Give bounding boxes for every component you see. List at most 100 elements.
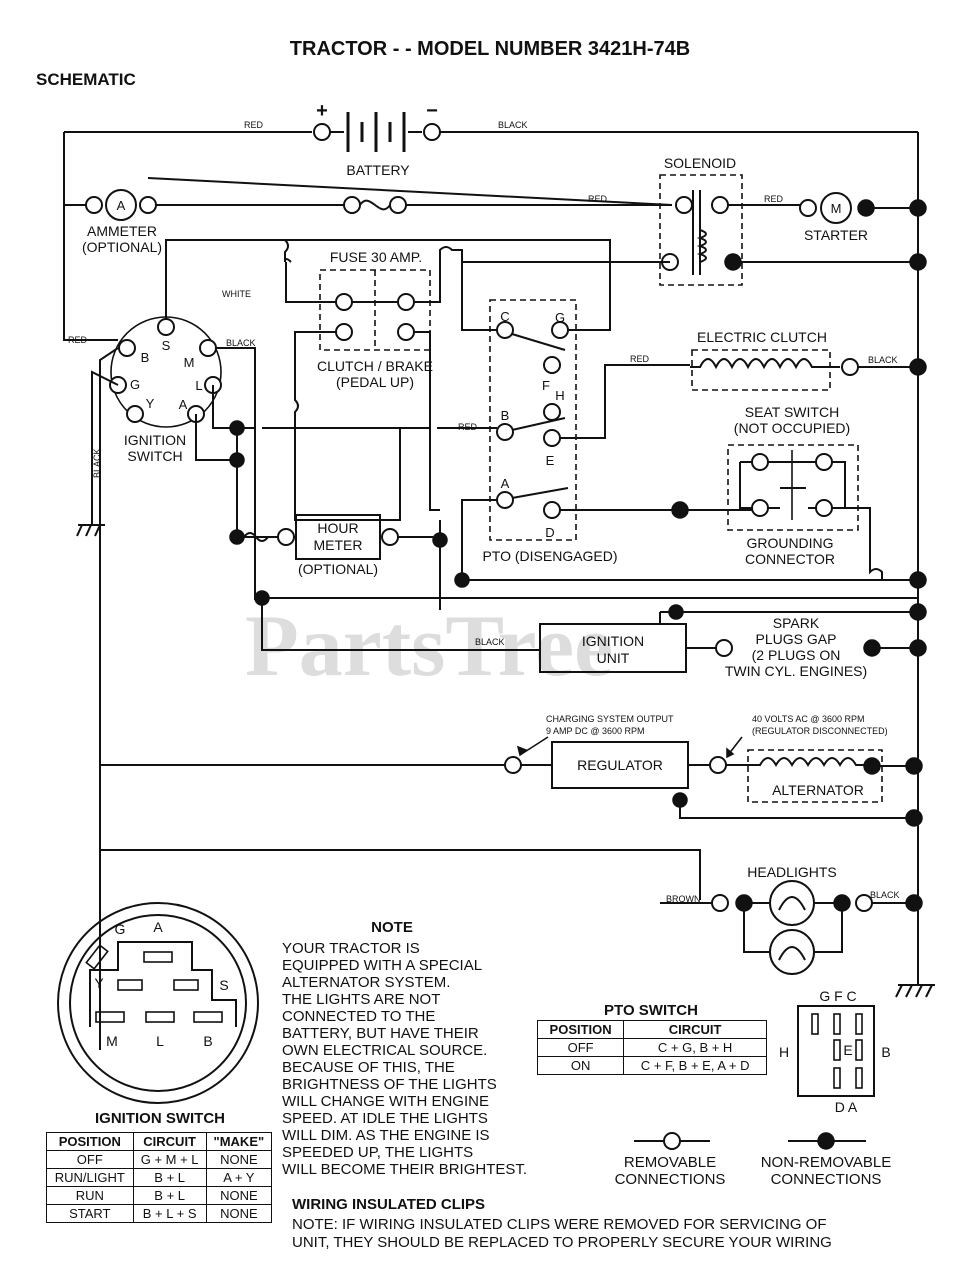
note-line: BRIGHTNESS OF THE LIGHTS: [282, 1076, 497, 1093]
regulator-label: REGULATOR: [577, 757, 663, 773]
table-cell: NONE: [205, 1150, 273, 1169]
ignition-switch-label-2: SWITCH: [127, 448, 182, 464]
table-header: POSITION: [46, 1132, 134, 1151]
ignition-switch-diagram: G A Y S M L B: [57, 902, 259, 1104]
note-line: SPEED. AT IDLE THE LIGHTS: [282, 1110, 488, 1127]
hour-meter-label-2: METER: [314, 537, 363, 553]
connector-center-letter: E: [843, 1042, 852, 1058]
table-cell: ON: [536, 1056, 625, 1075]
table-cell: C + F, B + E, A + D: [623, 1056, 767, 1075]
black-wire-g: [99, 347, 119, 1050]
ammeter-symbol: A: [117, 198, 126, 213]
ac-voltage-label-2: (REGULATOR DISCONNECTED): [752, 726, 888, 736]
table-cell: G + M + L: [132, 1150, 207, 1169]
legend-removable: REMOVABLE CONNECTIONS: [615, 1132, 725, 1188]
pto-term-e: E: [546, 453, 555, 468]
seat-switch-label: SEAT SWITCH: [745, 404, 839, 420]
grounding-connector-label-2: CONNECTOR: [745, 551, 835, 567]
ign-diagram-b: B: [203, 1033, 212, 1049]
battery-label: BATTERY: [346, 162, 410, 178]
wire-label-red-starter: RED: [764, 194, 784, 204]
wire-label-brown: BROWN: [666, 894, 701, 904]
ac-voltage-label-1: 40 VOLTS AC @ 3600 RPM: [752, 714, 865, 724]
spark-plugs-label-4: TWIN CYL. ENGINES): [725, 663, 867, 679]
ign-term-s: S: [162, 338, 171, 353]
clips-line-1: NOTE: IF WIRING INSULATED CLIPS WERE REM…: [292, 1216, 827, 1233]
connector-bottom-letters: D A: [835, 1099, 858, 1115]
spark-plugs-label-1: SPARK: [773, 615, 820, 631]
legend-nonremovable-2: CONNECTIONS: [771, 1171, 882, 1188]
minus-sign: −: [426, 100, 438, 122]
wire-label-black-lights: BLACK: [870, 890, 900, 900]
ammeter: A AMMETER (OPTIONAL): [64, 189, 672, 255]
ground-symbol-right: [895, 984, 935, 998]
note-line: ALTERNATOR SYSTEM.: [282, 974, 450, 991]
note-line: WILL BECOME THEIR BRIGHTEST.: [282, 1161, 527, 1178]
pto-term-g: G: [555, 310, 565, 325]
table-cell: RUN: [46, 1186, 134, 1205]
note-line: WILL CHANGE WITH ENGINE: [282, 1093, 489, 1110]
ign-diagram-s: S: [219, 977, 228, 993]
wire-label-black-m: BLACK: [226, 338, 256, 348]
table-header: CIRCUIT: [132, 1132, 207, 1151]
pto-term-a: A: [501, 476, 510, 491]
clutch-brake-pedal: (PEDAL UP): [336, 374, 414, 390]
note-line: CONNECTED TO THE: [282, 1008, 435, 1025]
pto-term-f: F: [542, 378, 550, 393]
pto-term-d: D: [545, 525, 554, 540]
battery: + − BATTERY: [64, 100, 919, 208]
page-title: TRACTOR - - MODEL NUMBER 3421H-74B: [290, 38, 690, 60]
wire-label-black-battery: BLACK: [498, 120, 528, 130]
note-line: WILL DIM. AS THE ENGINE IS: [282, 1127, 490, 1144]
legend-removable-1: REMOVABLE: [624, 1154, 716, 1171]
wire-label-red-battery: RED: [244, 120, 264, 130]
ign-diagram-l: L: [156, 1033, 164, 1049]
note-line: YOUR TRACTOR IS: [282, 940, 420, 957]
fuse-label: FUSE 30 AMP.: [330, 249, 422, 265]
plus-sign: +: [316, 100, 328, 122]
spark-plugs-label-2: PLUGS GAP: [756, 631, 837, 647]
table-header: CIRCUIT: [623, 1020, 767, 1039]
table-row: OFF G + M + L NONE: [46, 1150, 273, 1169]
battery-red-wire: [63, 132, 118, 341]
seat-switch: SEAT SWITCH (NOT OCCUPIED) GROUNDING CON…: [727, 404, 859, 567]
table-cell: B + L + S: [132, 1204, 207, 1223]
ign-term-l: L: [195, 378, 202, 393]
clips-heading: WIRING INSULATED CLIPS: [292, 1196, 485, 1213]
alternator-label: ALTERNATOR: [772, 782, 864, 798]
note-line: BECAUSE OF THIS, THE: [282, 1059, 455, 1076]
grounding-connector-label-1: GROUNDING: [746, 535, 833, 551]
pto-switch-table: POSITION CIRCUIT OFF C + G, B + H ON C +…: [536, 1020, 767, 1075]
pto-table-caption: PTO SWITCH: [604, 1002, 698, 1019]
headlights: HEADLIGHTS BROWN BLACK: [660, 864, 923, 975]
watermark: PartsTree: [245, 598, 613, 695]
ign-diagram-a: A: [153, 919, 163, 935]
pto-term-h: H: [555, 388, 564, 403]
table-cell: RUN/LIGHT: [46, 1168, 134, 1187]
table-row: RUN/LIGHT B + L A + Y: [46, 1168, 273, 1187]
legend-nonremovable: NON-REMOVABLE CONNECTIONS: [761, 1132, 892, 1188]
clutch-brake-label: CLUTCH / BRAKE: [317, 358, 433, 374]
legend-nonremovable-1: NON-REMOVABLE: [761, 1154, 892, 1171]
starter-symbol: M: [831, 201, 842, 216]
note-line: EQUIPPED WITH A SPECIAL: [282, 957, 482, 974]
table-header: "MAKE": [205, 1132, 273, 1151]
wire-label-black-clutch: BLACK: [868, 355, 898, 365]
spark-plugs-label-3: (2 PLUGS ON: [752, 647, 841, 663]
seat-switch-state: (NOT OCCUPIED): [734, 420, 850, 436]
wire-label-red-pto: RED: [458, 422, 478, 432]
white-wire: [165, 239, 292, 319]
black-wire-m: [216, 347, 256, 600]
ammeter-label: AMMETER: [87, 223, 157, 239]
fuse-30amp: FUSE 30 AMP. CLUTCH / BRAKE (PEDAL UP): [317, 249, 433, 390]
ignition-unit-label-2: UNIT: [597, 650, 630, 666]
ign-diagram-m: M: [106, 1033, 118, 1049]
table-header: POSITION: [536, 1020, 625, 1039]
wire-label-red-left: RED: [68, 335, 88, 345]
ignition-switch-table: POSITION CIRCUIT "MAKE" OFF G + M + L NO…: [46, 1132, 273, 1223]
ign-term-b: B: [141, 350, 150, 365]
regulator: CHARGING SYSTEM OUTPUT 9 AMP DC @ 3600 R…: [100, 714, 918, 819]
solenoid-label: SOLENOID: [664, 155, 736, 171]
wire-label-black-ign: BLACK: [475, 637, 505, 647]
